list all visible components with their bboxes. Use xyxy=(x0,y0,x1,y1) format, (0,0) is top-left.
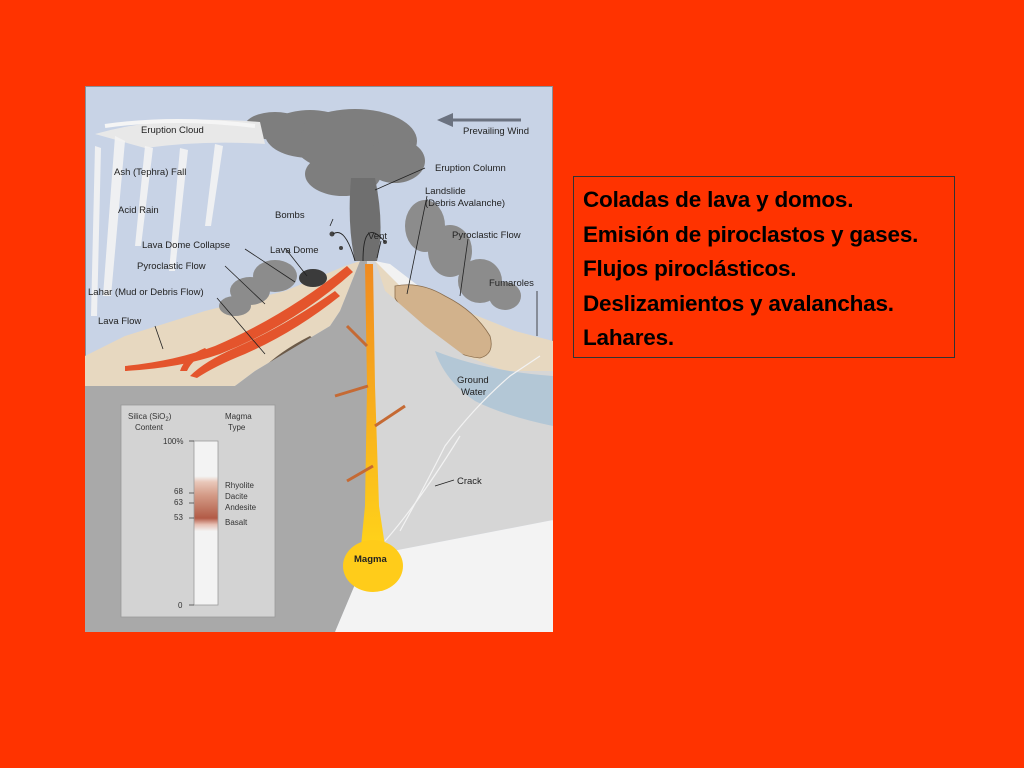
pyroclastic-flow-smoke xyxy=(219,200,521,316)
magma-conduit xyxy=(334,264,406,546)
lava-dome xyxy=(299,269,327,287)
volcano-hazards-diagram: Eruption Cloud Prevailing Wind Ash (Teph… xyxy=(85,86,553,632)
label-pyroclastic-flow-right: Pyroclastic Flow xyxy=(452,230,521,241)
type-basalt: Basalt xyxy=(225,518,248,527)
tick-63: 63 xyxy=(174,498,183,507)
ground-water xyxy=(435,351,553,426)
magma-type-heading-line2: Type xyxy=(228,423,246,432)
hazards-list-box: Coladas de lava y domos. Emisión de piro… xyxy=(573,176,955,358)
magma-type-heading-line1: Magma xyxy=(225,412,252,421)
label-eruption-cloud: Eruption Cloud xyxy=(141,125,204,136)
magma-chamber xyxy=(343,540,403,592)
eruption-column xyxy=(349,178,381,261)
ash-fall-streaks xyxy=(91,136,223,316)
silica-scale-bar xyxy=(193,440,219,606)
tick-68: 68 xyxy=(174,487,183,496)
prevailing-wind-arrow xyxy=(437,113,521,127)
label-magma: Magma xyxy=(354,554,387,565)
hazard-item-landslides: Deslizamientos y avalanchas. xyxy=(583,290,894,316)
tick-0: 0 xyxy=(178,601,183,610)
hazard-item-lahars: Lahares. xyxy=(583,325,674,350)
left-ground-surface xyxy=(85,261,360,386)
label-fumaroles: Fumaroles xyxy=(489,278,534,289)
label-pyroclastic-flow-left: Pyroclastic Flow xyxy=(137,261,206,272)
tick-53: 53 xyxy=(174,513,183,522)
label-eruption-column: Eruption Column xyxy=(435,163,506,174)
label-acid-rain: Acid Rain xyxy=(118,205,159,216)
callout-lines xyxy=(154,167,538,487)
label-lava-dome: Lava Dome xyxy=(270,245,319,256)
silica-heading-line1: Silica (SiO2) xyxy=(128,412,172,423)
label-lahar: Lahar (Mud or Debris Flow) xyxy=(88,287,204,298)
label-landslide-2: (Debris Avalanche) xyxy=(425,198,505,209)
label-ground-water-1: Ground xyxy=(457,375,489,386)
label-bombs: Bombs xyxy=(275,210,305,221)
right-cross-section xyxy=(367,261,553,556)
label-landslide-1: Landslide xyxy=(425,186,466,197)
tick-100: 100% xyxy=(163,437,183,446)
label-vent: Vent xyxy=(368,231,387,242)
type-dacite: Dacite xyxy=(225,492,248,501)
label-lava-flow: Lava Flow xyxy=(98,316,141,327)
hazards-list: Coladas de lava y domos. Emisión de piro… xyxy=(583,183,954,356)
type-andesite: Andesite xyxy=(225,503,257,512)
label-ash-fall: Ash (Tephra) Fall xyxy=(114,167,186,178)
hazard-item-pyroclasts-gases: Emisión de piroclastos y gases. xyxy=(583,221,919,247)
underside-face xyxy=(335,520,553,632)
eruption-cloud xyxy=(95,109,425,196)
label-lava-dome-collapse: Lava Dome Collapse xyxy=(142,240,230,251)
hazard-item-lava-flows: Coladas de lava y domos. xyxy=(583,187,854,212)
crack-lines xyxy=(384,355,541,542)
silica-heading-line2: Content xyxy=(135,423,164,432)
label-crack: Crack xyxy=(457,476,482,487)
label-prevailing-wind: Prevailing Wind xyxy=(463,126,529,137)
label-ground-water-2: Water xyxy=(461,387,486,398)
type-rhyolite: Rhyolite xyxy=(225,481,254,490)
lava-flow-streams xyxy=(125,266,353,378)
silica-content-chart: Silica (SiO2) Content Magma Type 100% 68… xyxy=(120,404,276,618)
hazard-item-pyroclastic-flows: Flujos piroclásticos. xyxy=(583,256,797,281)
